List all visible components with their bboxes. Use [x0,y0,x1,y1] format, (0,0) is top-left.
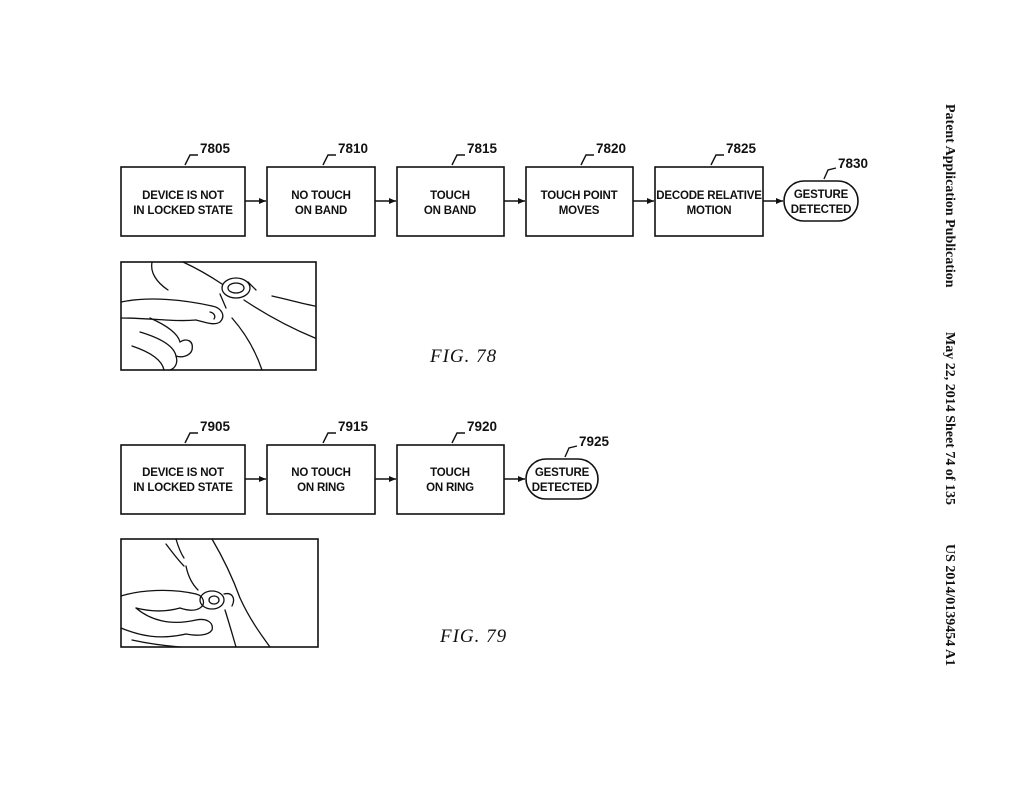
step-label-line2: ON RING [426,482,474,494]
terminal-label-line1: GESTURE [794,189,849,201]
fig79-step-7920: TOUCH ON RING 7920 [396,419,505,515]
fig78-illustration [120,261,317,371]
fig79-illustration [120,538,319,648]
step-label-line1: TOUCH [430,467,470,479]
terminal-label-line2: DETECTED [532,482,592,494]
step-label-line1: DEVICE IS NOT [142,190,224,202]
fig78-step-7815: TOUCH ON BAND 7815 [396,141,505,237]
ref-number: 7920 [467,419,497,434]
ref-number: 7820 [596,141,626,156]
ref-number: 7805 [200,141,231,156]
fig78-caption: FIG. 78 [429,346,497,367]
step-label-line1: TOUCH POINT [541,190,618,202]
ref-number: 7830 [838,156,868,171]
header-publication-label: Patent Application Publication [942,104,957,288]
step-label-line2: ON BAND [424,205,476,217]
step-label-line1: NO TOUCH [291,190,351,202]
ref-number: 7925 [579,434,610,449]
terminal-label-line2: DETECTED [791,204,851,216]
ref-number: 7810 [338,141,368,156]
ref-number: 7905 [200,419,231,434]
fig78-flowchart: DEVICE IS NOT IN LOCKED STATE 7805 NO TO… [120,141,868,237]
step-label-line2: MOVES [559,205,600,217]
header-patent-number: US 2014/0139454 A1 [942,544,957,666]
ref-number: 7915 [338,419,369,434]
step-label-line1: DEVICE IS NOT [142,467,224,479]
step-label-line1: TOUCH [430,190,470,202]
header-date-sheet: May 22, 2014 Sheet 74 of 135 [942,332,957,505]
fig79-step-7905: DEVICE IS NOT IN LOCKED STATE 7905 [120,419,246,515]
patent-header: Patent Application Publication May 22, 2… [942,104,957,666]
fig78-step-7820: TOUCH POINT MOVES 7820 [525,141,634,237]
step-label-line2: IN LOCKED STATE [133,205,233,217]
fig79-step-7915: NO TOUCH ON RING 7915 [266,419,376,515]
fig79-terminal-7925: GESTURE DETECTED 7925 [525,434,610,500]
terminal-label-line1: GESTURE [535,467,590,479]
fig78-step-7825: DECODE RELATIVE MOTION 7825 [654,141,764,237]
ref-number: 7815 [467,141,498,156]
step-label-line2: MOTION [687,205,732,217]
step-label-line2: ON RING [297,482,345,494]
step-label-line1: NO TOUCH [291,467,351,479]
fig78-step-7805: DEVICE IS NOT IN LOCKED STATE 7805 [120,141,246,237]
step-label-line1: DECODE RELATIVE [656,190,762,202]
fig78-terminal-7830: GESTURE DETECTED 7830 [783,156,868,222]
ref-number: 7825 [726,141,757,156]
step-label-line2: ON BAND [295,205,347,217]
fig79-flowchart: DEVICE IS NOT IN LOCKED STATE 7905 NO TO… [120,419,610,515]
fig78-step-7810: NO TOUCH ON BAND 7810 [266,141,376,237]
fig79-caption: FIG. 79 [439,626,507,647]
step-label-line2: IN LOCKED STATE [133,482,233,494]
